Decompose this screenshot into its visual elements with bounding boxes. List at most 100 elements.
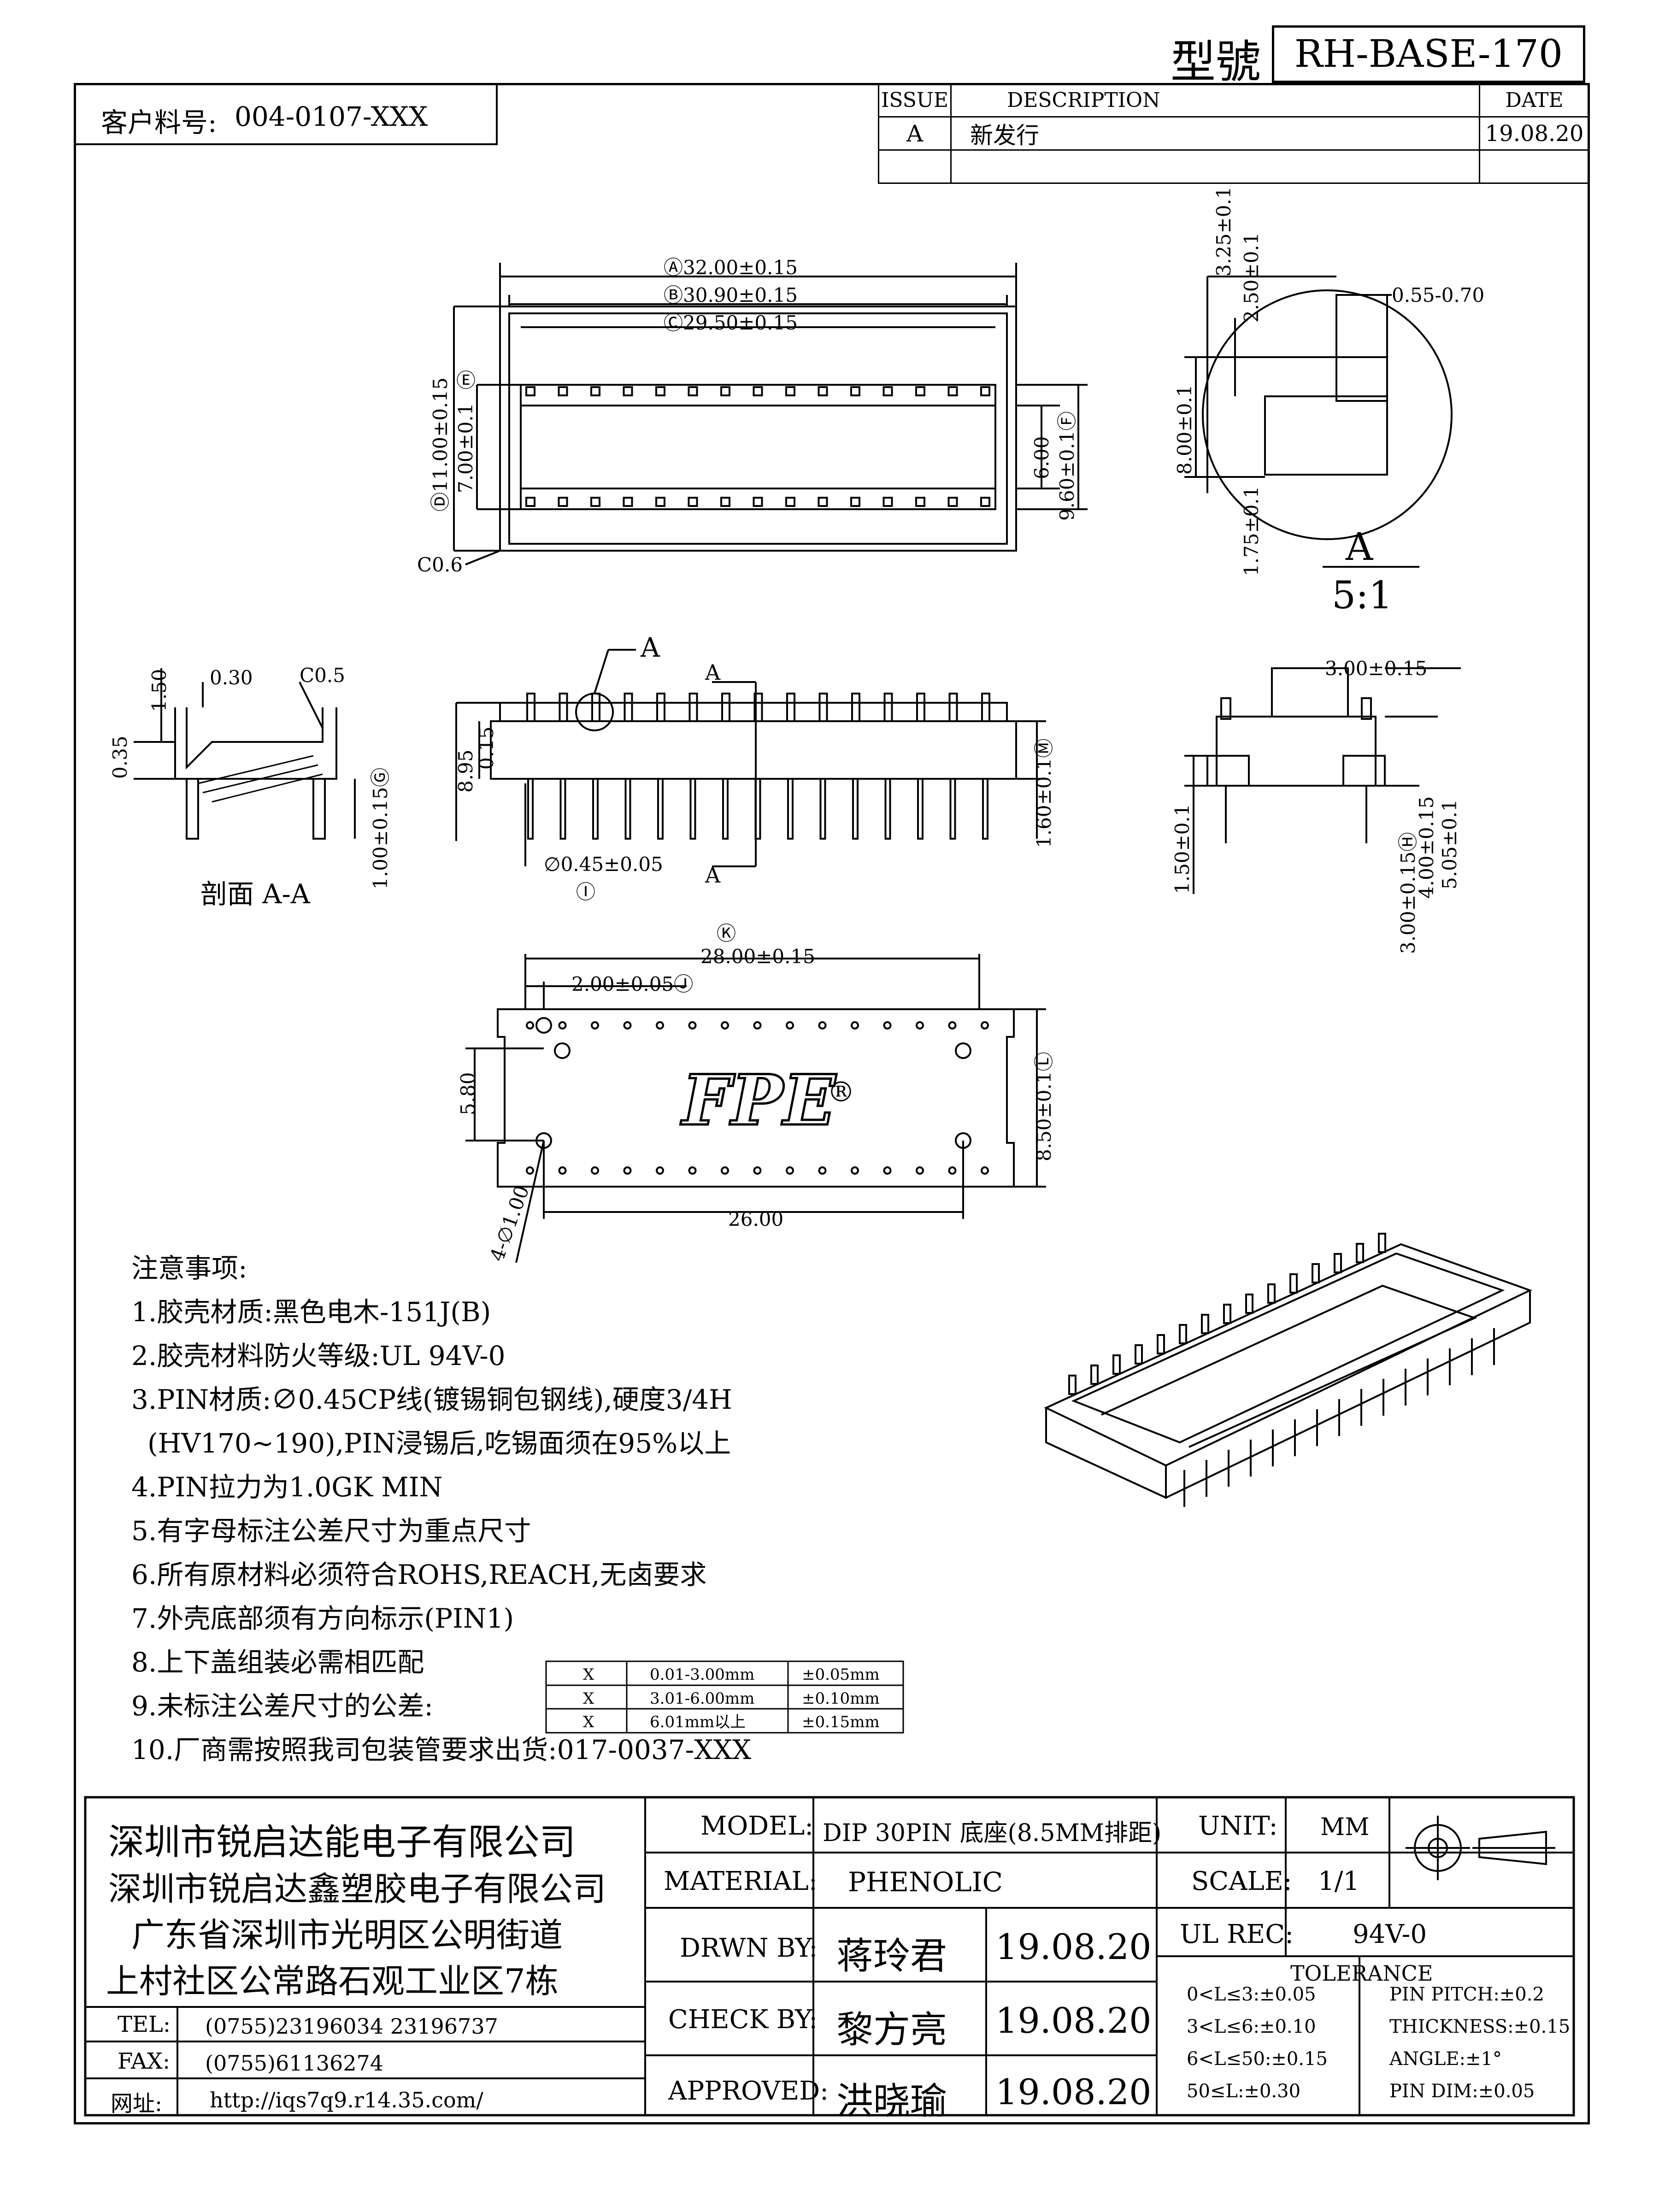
- pin-bottom-pad: [688, 497, 698, 507]
- pin-top-pad: [590, 386, 600, 396]
- hole-top: [786, 1021, 794, 1030]
- unit-label: UNIT:: [1198, 1811, 1278, 1841]
- note-9: 9.未标注公差尺寸的公差:: [131, 1690, 433, 1722]
- check-by-label: CHECK BY:: [668, 2005, 818, 2035]
- company-line-1: 深圳市锐启达能电子有限公司: [108, 1822, 576, 1863]
- pin-bottom-pad: [623, 497, 633, 507]
- dim-e: Ⓔ: [456, 369, 476, 392]
- mount-hole: [554, 1042, 571, 1059]
- hole-bottom: [688, 1166, 697, 1175]
- scale-value: 1/1: [1318, 1866, 1360, 1896]
- ul-value: 94V-0: [1353, 1919, 1427, 1949]
- front-pin-leg: [657, 778, 664, 840]
- tol-left-2: 3<L≤6:±0.10: [1187, 2016, 1316, 2037]
- hole-top: [883, 1021, 892, 1030]
- unit-value: MM: [1320, 1813, 1370, 1841]
- material-label: MATERIAL:: [664, 1866, 818, 1896]
- hole-top: [916, 1021, 924, 1030]
- hole-top: [591, 1021, 599, 1030]
- tel-label: TEL:: [118, 2012, 171, 2037]
- hole-top: [948, 1021, 957, 1030]
- front-pin-head: [591, 693, 600, 722]
- dimension-labels: Ⓐ32.00±0.15 Ⓑ30.90±0.15 Ⓒ29.50±0.15 Ⓔ Ⓓ1…: [109, 186, 1484, 1731]
- note-5: 5.有字母标注公差尺寸为重点尺寸: [131, 1515, 531, 1547]
- front-pin-leg: [689, 778, 696, 840]
- dim-2800: 28.00±0.15: [700, 945, 815, 968]
- hole-top: [721, 1021, 729, 1030]
- check-by-name: 黎方亮: [836, 2008, 947, 2051]
- company-line-2: 深圳市锐启达鑫塑胶电子有限公司: [108, 1870, 606, 1908]
- pin-bottom-pad: [818, 497, 828, 507]
- front-pin-leg: [592, 778, 599, 840]
- hole-bottom: [623, 1166, 632, 1175]
- note-3b: (HV170~190),PIN浸锡后,吃锡面须在95%以上: [147, 1428, 731, 1459]
- pin-bottom-pad: [525, 497, 535, 507]
- dim-7: 7.00±0.1: [454, 403, 477, 493]
- dim-detail-175: 1.75±0.1: [1240, 486, 1263, 576]
- drawing-border: [74, 83, 1590, 2124]
- front-pin-head: [688, 693, 698, 722]
- front-pin-leg: [819, 778, 826, 840]
- pin-bottom-pad: [915, 497, 925, 507]
- pin-top-pad: [850, 386, 860, 396]
- dim-side-505: 5.05±0.1: [1438, 799, 1461, 889]
- dim-pin-dia: ∅0.45±0.05: [544, 853, 663, 876]
- approved-label: APPROVED:: [668, 2076, 829, 2106]
- front-pin-leg: [722, 778, 729, 840]
- dim-a: Ⓐ32.00±0.15: [664, 256, 798, 279]
- hole-bottom: [981, 1166, 989, 1175]
- front-pin-head: [818, 693, 828, 722]
- iso-pin-back: [1090, 1365, 1099, 1385]
- note-1: 1.胶壳材质:黑色电木-151J(B): [131, 1296, 491, 1328]
- dim-4holes: 4-∅1.00: [485, 1182, 534, 1264]
- notes-tolerance-table: [545, 1660, 904, 1734]
- tol-left-4: 50≤L:±0.30: [1187, 2081, 1301, 2102]
- front-label-a: A: [640, 632, 660, 663]
- note-7: 7.外壳底部须有方向标示(PIN1): [131, 1603, 514, 1634]
- tol-x-2: X: [583, 1689, 594, 1708]
- mount-hole: [535, 1017, 552, 1034]
- customer-part-label: 客户料号:: [101, 107, 217, 138]
- dim-c: Ⓒ29.50±0.15: [664, 312, 798, 334]
- pin-bottom-pad: [720, 497, 730, 507]
- rev-header-date: DATE: [1479, 83, 1590, 118]
- front-pin-head: [721, 693, 730, 722]
- tol-right-4: PIN DIM:±0.05: [1389, 2081, 1535, 2102]
- ul-label: UL REC:: [1180, 1919, 1294, 1949]
- front-pin-head: [786, 693, 795, 722]
- pin-top-pad: [882, 386, 893, 396]
- dim-2600: 26.00: [728, 1208, 783, 1230]
- iso-pin-back: [1201, 1314, 1209, 1334]
- web-label: 网址:: [111, 2091, 163, 2117]
- pin-bottom-pad: [590, 497, 600, 507]
- tol-val-2: ±0.10mm: [802, 1689, 880, 1708]
- dim-d: Ⓓ11.00±0.15: [429, 377, 452, 512]
- tol-range-3: 6.01mm以上: [650, 1713, 746, 1731]
- pin-bottom-pad: [947, 497, 958, 507]
- bottom-view: [465, 954, 1046, 1263]
- front-section-a-top: A: [705, 660, 721, 685]
- front-pin-head: [656, 693, 665, 722]
- front-pin-leg: [917, 778, 924, 840]
- section-label: 剖面 A-A: [200, 878, 311, 910]
- detail-a-view: [1184, 276, 1453, 568]
- pin-top-pad: [525, 386, 535, 396]
- customer-part-value: 004-0107-XXX: [235, 101, 428, 132]
- iso-pin-back: [1334, 1253, 1342, 1273]
- dim-895: 8.95: [454, 749, 477, 793]
- tol-x-1: X: [583, 1665, 594, 1684]
- tolerance-label: TOLERANCE: [1290, 1961, 1433, 1986]
- hole-bottom: [753, 1166, 762, 1175]
- dim-side-150: 1.50±0.1: [1171, 804, 1194, 894]
- pin-top-pad: [655, 386, 665, 396]
- front-view: [455, 649, 1046, 867]
- dim-side-300: 3.00±0.15: [1325, 657, 1427, 680]
- notes-title: 注意事项:: [131, 1253, 247, 1284]
- pin-top-pad: [688, 386, 698, 396]
- dim-6: 6.00: [1030, 436, 1053, 479]
- dim-580: 5.80: [457, 1072, 479, 1115]
- front-pin-leg: [852, 778, 859, 840]
- dim-side-300h: 3.00±0.15Ⓗ: [1397, 832, 1419, 954]
- dim-160: 1.60±0.1Ⓜ: [1033, 738, 1055, 848]
- tol-x-3: X: [583, 1713, 594, 1731]
